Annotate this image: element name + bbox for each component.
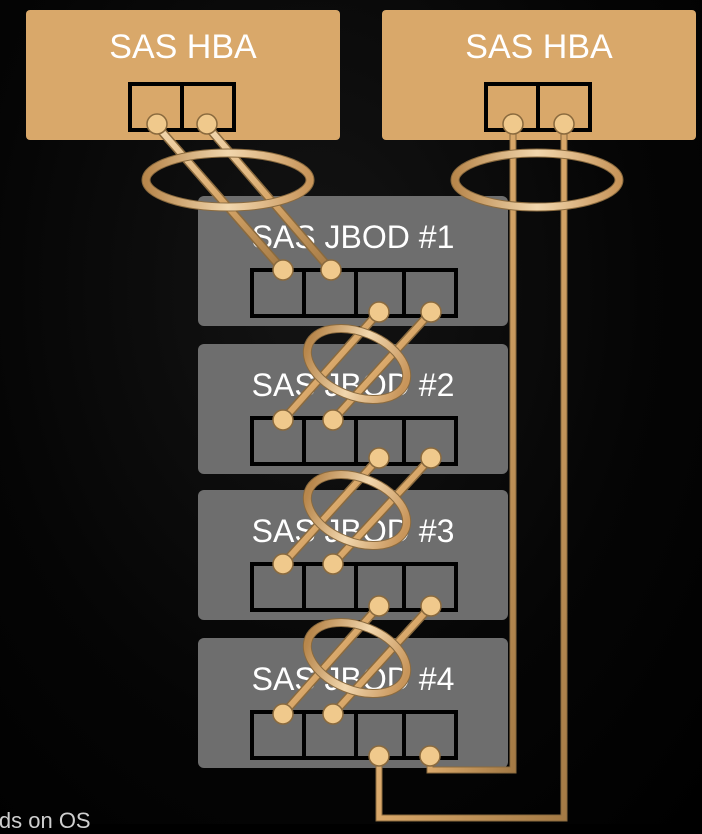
jbod-1-label: SAS JBOD #1 xyxy=(252,219,455,255)
jbod-2: SAS JBOD #2 xyxy=(198,344,508,474)
footer-text: lds on OS xyxy=(0,808,91,833)
hba-left-label: SAS HBA xyxy=(109,28,257,66)
hba-right-label: SAS HBA xyxy=(465,28,613,66)
jbod-1: SAS JBOD #1 xyxy=(198,196,508,326)
jbod-4: SAS JBOD #4 xyxy=(198,638,508,768)
hba-left: SAS HBA xyxy=(26,10,340,140)
jbod-2-ports xyxy=(250,416,458,466)
hba-right: SAS HBA xyxy=(382,10,696,140)
cable-rings xyxy=(141,148,624,698)
connector-dots xyxy=(146,113,575,767)
jbod-3: SAS JBOD #3 xyxy=(198,490,508,620)
